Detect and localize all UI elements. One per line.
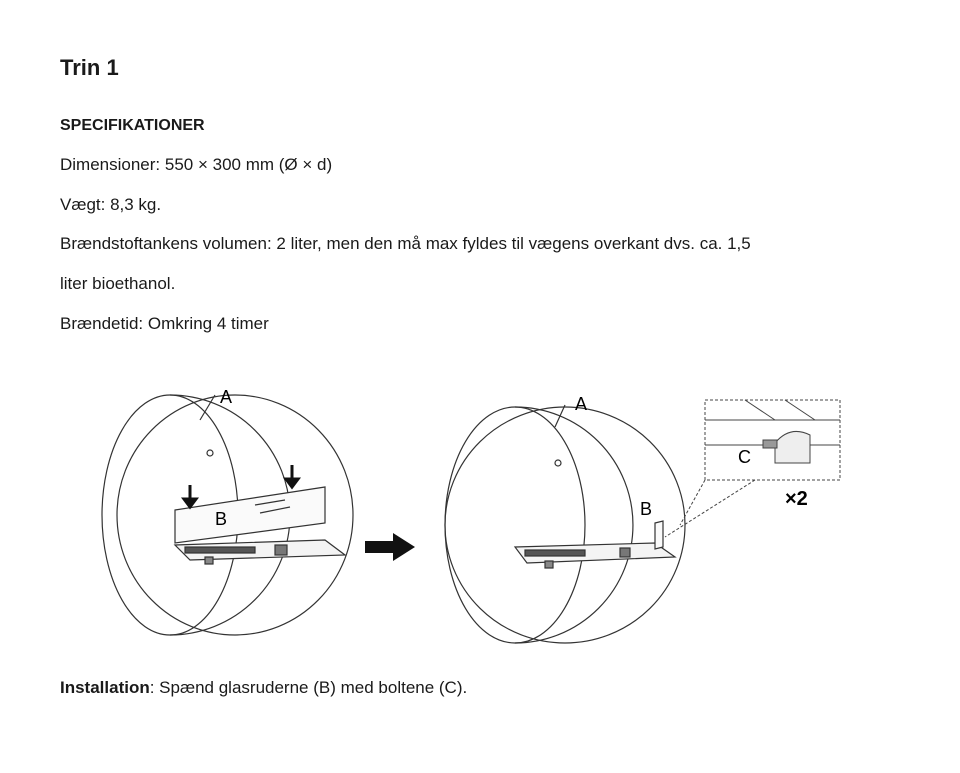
fireplace-after (444, 404, 686, 644)
label-a-right: A (575, 394, 587, 414)
spec-burn-time: Brændetid: Omkring 4 timer (60, 314, 269, 333)
quantity-label: ×2 (785, 488, 808, 510)
spec-volume-line1: Brændstoftankens volumen: 2 liter, men d… (60, 234, 751, 253)
fireplace-before (101, 394, 354, 636)
label-b-left: B (215, 509, 227, 529)
page-title: Trin 1 (60, 55, 119, 80)
caption-bold: Installation (60, 678, 150, 697)
installation-illustration: A B A B C ×2 (101, 387, 841, 644)
spec-volume-line2: liter bioethanol. (60, 274, 176, 293)
spec-weight: Vægt: 8,3 kg. (60, 195, 162, 214)
installation-caption: Installation: Spænd glasruderne (B) med … (60, 678, 467, 698)
spec-dimensions: Dimensioner: 550 × 300 mm (Ø × d) (60, 155, 333, 174)
specs-heading: SPECIFIKATIONER (60, 117, 205, 134)
label-a-left: A (220, 387, 232, 407)
label-b-right: B (640, 499, 652, 519)
label-c: C (738, 447, 751, 467)
bolt-detail-inset (664, 399, 841, 538)
caption-text: : Spænd glasruderne (B) med boltene (C). (149, 678, 468, 697)
arrow-down-icon (181, 465, 301, 510)
arrow-right-icon (365, 533, 415, 561)
